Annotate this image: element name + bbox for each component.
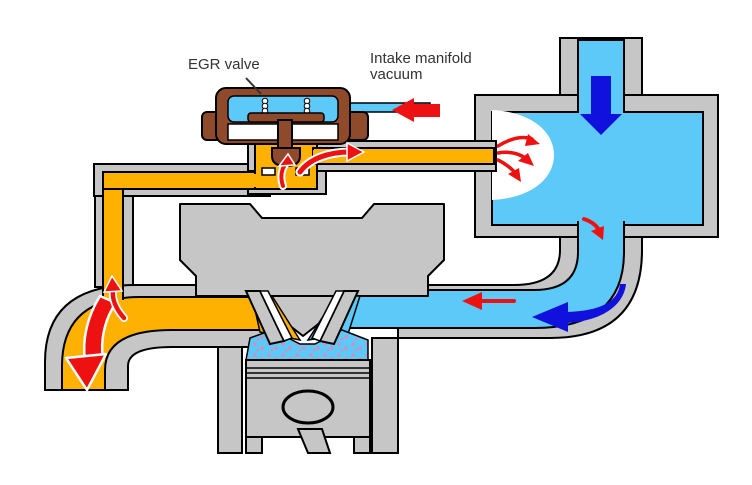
post-valve-flow-arrow [295, 141, 366, 177]
piston [245, 359, 371, 454]
engine-block [179, 203, 445, 454]
egr-valve-label: EGR valve [188, 56, 260, 73]
wrist-pin [281, 389, 335, 425]
exhaust-valve-gap [258, 290, 294, 342]
valve-seat-left [261, 167, 276, 176]
vacuum-arrow [392, 98, 440, 122]
exhaust-out-arrow [64, 294, 118, 392]
egr-valve [201, 87, 431, 168]
intake-runner-flow-arrow [566, 284, 626, 323]
egr-valve-leader-line [245, 77, 262, 95]
cylinder-wall-left [217, 346, 243, 454]
intake-runner-flow-arrowhead [532, 302, 568, 332]
cylinder-head [179, 203, 445, 297]
mixture-runner-arrow [462, 292, 516, 310]
egr-channel-gas [102, 171, 264, 190]
valve-seat-flow-arrow [277, 152, 297, 190]
intake-valve-gap [310, 290, 346, 342]
intake-runner-air [349, 221, 625, 329]
vacuum-label: Intake manifold vacuum [370, 51, 472, 83]
combustion-chamber-mixture [245, 329, 369, 361]
valve-stem [277, 119, 293, 151]
intake-manifold-assembly [349, 37, 719, 339]
intake-air-down-arrow [580, 76, 622, 135]
egr-recirculation-arrow [102, 274, 128, 322]
connecting-rod [296, 428, 332, 454]
vacuum-label-line1: Intake manifold [370, 50, 472, 67]
mixture-exit-arrow [582, 217, 604, 240]
cylinder-wall-right [371, 337, 399, 454]
vacuum-label-line2: vacuum [370, 66, 423, 83]
egr-dispersion-arrows [496, 134, 540, 182]
